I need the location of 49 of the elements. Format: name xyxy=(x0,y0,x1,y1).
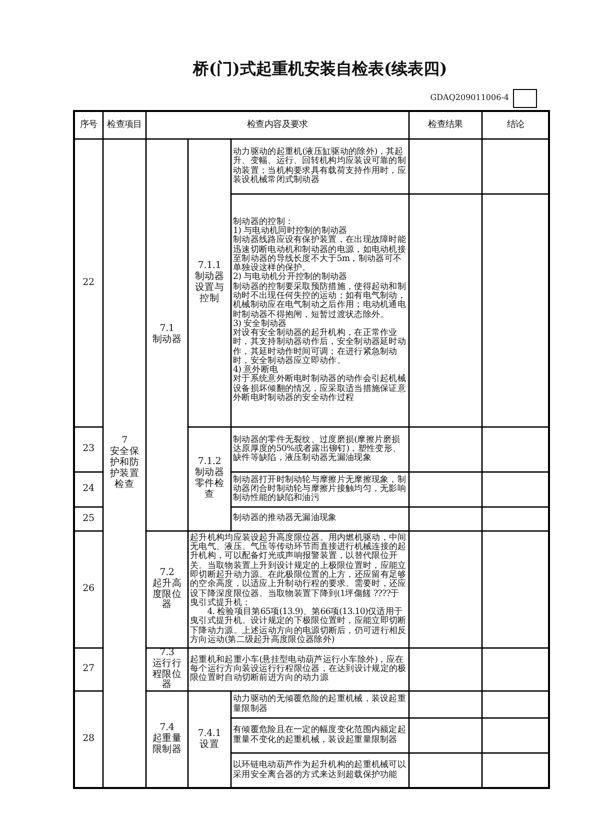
column-header: 序号 xyxy=(80,120,98,130)
column-header: 检查结果 xyxy=(428,120,463,130)
cell-text: 制动器零件检查 xyxy=(194,468,226,501)
cell-text: 安全保护和防护装置检查 xyxy=(108,447,140,491)
cell-text: 24 xyxy=(82,484,94,495)
cell-text: 制动器 xyxy=(152,335,182,346)
cell-text: 制动器设置与控制 xyxy=(194,272,226,305)
requirement-text: 制动器打开时制动轮与摩擦片无摩擦现象，制动器闭合时制动轮与摩擦片接触均匀，无影响制动性能的缺陷和油污 xyxy=(233,476,407,504)
cell-text: 7.1.2 xyxy=(198,457,222,468)
requirement-text: 有倾覆危险且在一定的幅度变化范围内额定起重量不变化的起重机械，装设起重量限制器 xyxy=(233,726,407,745)
cell-text: 22 xyxy=(82,278,94,288)
requirement-text: 对设有安全制动器的起升机构，在正常作业时，其支持制动器动作后，安全制动器延时动作，其延时动作时间可调；在进行紧急制动时，安全制动器应立即动作。 xyxy=(233,329,407,366)
requirement-text: 制动器的推动器无漏油现象 xyxy=(233,514,338,524)
requirement-text: 动力驱动的无倾覆危险的起重机械，装设起重量限制器 xyxy=(233,695,407,714)
cell-text: 26 xyxy=(82,584,94,595)
cell-text: 运行行程限位器 xyxy=(151,658,183,692)
cell-text: 起升高度限位器 xyxy=(151,578,183,612)
requirement-text: 4) 意外断电 xyxy=(233,366,278,376)
requirement-text: 以环链电动葫芦作为起升机构的起重机械可以采用安全离合器的方式来达到超载保护功能 xyxy=(233,761,407,780)
cell-text: 25 xyxy=(82,514,94,524)
cell-text: 23 xyxy=(82,444,94,455)
requirement-text: 4. 检验项目第65项(13.9)、第66项(13.10)仅适用于曳引式提升机。设计规定的下极限位置时，应能立即切断下降动力源。上述运动方向的电源切断后，仍可进行相反方向运动(第二级起升高度限位器除外) xyxy=(190,608,407,646)
column-header: 结论 xyxy=(506,120,524,130)
form-code: GDAQ209011006-4 xyxy=(429,92,509,104)
title: 桥(门)式起重机安装自检表(续表四) xyxy=(192,58,448,80)
requirement-text: 对于系统意外断电时制动器的动作会引起机械设备损坏倾翻的情况，应采取适当措施保证意外断电时制动器的安全动作过程 xyxy=(233,375,407,404)
cell-text: 7.3 xyxy=(160,648,174,658)
requirement-text: 制动器的控制要采取预防措施，使得起动和制动时不出现任何失控的运动；如有电气制动，机械制动应在电气制动之后作用；电动机通电时制动器不得抱闸，短暂过渡状态除外。 xyxy=(233,282,407,320)
cell-text: 27 xyxy=(82,664,94,675)
requirement-text: 制动器的控制： xyxy=(233,218,294,227)
requirement-text: 起升机构均应装设起升高度限位器。用内燃机驱动，中间无电气、液压、气压等传动环节而直接进行机械连接的起升机构，可以配备灯光或声响报警装置，以替代限位开关。当取物装置上升到设计规定的上极限位置时，应能立即切断起升动力源。在此极限位置的上方，还应留有足够的空余高度，以适应上升制动行程的要求。需要时，还应设下降深度限位器。当取物装置下降到(1坪傷饈 ????于曳引式提升机； xyxy=(190,534,407,608)
requirement-text: 制动器线路应设有保护装置，在出现故障时能迅速切断电动机和制动器的电源，如电动机接至制动器的导线长度不大于5m，制动器可不单独设这样的保护。 xyxy=(233,236,407,274)
requirement-text: 制动器的零件无裂纹、过度磨损(摩擦片磨损达原厚度的50%或者露出铆钉)，塑性变形、缺件等缺陷，液压制动器无漏油现象 xyxy=(233,436,402,464)
column-header: 检查项目 xyxy=(107,120,142,130)
cell-text: 28 xyxy=(82,734,94,745)
column-header: 检查内容及要求 xyxy=(247,120,308,130)
requirement-text: 2) 与电动机分开控制的制动器 xyxy=(233,273,348,282)
requirement-text: 动力驱动的起重机(液压缸驱动的除外)，其起升、变幅、运行、回转机构均应装设可靠的制动装置；当机构要求具有载荷支持作用时，应装设机械常闭式制动器 xyxy=(233,148,407,186)
cell-text: 7.2 xyxy=(160,568,174,578)
cell-text: 7 xyxy=(122,436,128,446)
cell-text: 起重量限制器 xyxy=(151,734,183,756)
cell-text: 7.1.1 xyxy=(198,261,222,272)
cell-text: 7.4 xyxy=(160,723,174,734)
cell-text: 设置 xyxy=(200,740,220,750)
requirement-text: 3) 安全制动器 xyxy=(233,320,287,329)
requirement-text: 1) 与电动机同时控制的制动器 xyxy=(233,226,348,236)
cell-text: 7.4.1 xyxy=(198,728,222,739)
requirement-text: 起重机和起重小车(悬挂型电动葫芦运行小车除外)，应在每个运行方向装设运行行程限位器，在达到设计规定的极限位置时自动切断前进方向的动力源 xyxy=(190,656,407,684)
cell-text: 7.1 xyxy=(160,324,174,334)
